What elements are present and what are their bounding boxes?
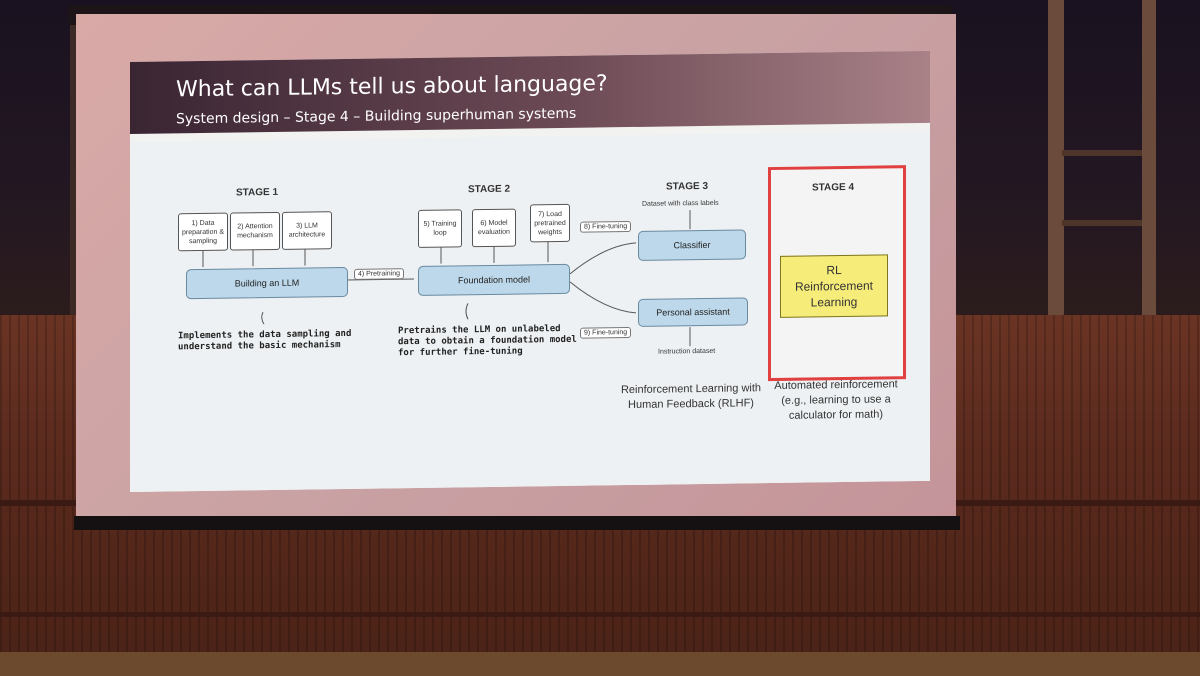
slide-header: What can LLMs tell us about language? Sy… xyxy=(130,50,930,135)
slide-title: What can LLMs tell us about language? xyxy=(176,71,608,103)
step-load-pretrained-weights: 7) Load pretrained weights xyxy=(530,203,570,243)
wall-frame-right-outer xyxy=(1142,0,1156,320)
rl-line-reinforcement: Reinforcement xyxy=(794,278,874,294)
slide-diagram-area: STAGE 1 1) Data preparation & sampling 2… xyxy=(130,130,930,492)
stage-2-note: Pretrains the LLM on unlabeled data to o… xyxy=(398,323,577,359)
stage-1-note: Implements the data sampling and underst… xyxy=(178,328,352,353)
stage-3-label: STAGE 3 xyxy=(666,180,709,193)
classifier-box: Classifier xyxy=(638,229,746,261)
wall-frame-right xyxy=(1048,0,1064,320)
automated-reinforcement-text: Automated reinforcement (e.g., learning … xyxy=(774,378,898,422)
step-data-preparation: 1) Data preparation & sampling xyxy=(178,212,228,252)
building-llm-box: Building an LLM xyxy=(186,266,348,300)
dataset-class-labels-caption: Dataset with class labels xyxy=(642,199,719,208)
step-llm-architecture: 3) LLM architecture xyxy=(282,211,332,250)
stage-4-label: STAGE 4 xyxy=(812,181,855,194)
wall-band xyxy=(0,612,1200,617)
rl-line-learning: Learning xyxy=(810,294,858,310)
screen-bottom-bar xyxy=(74,516,960,530)
slide-subtitle: System design – Stage 4 – Building super… xyxy=(176,105,577,128)
step-training-loop: 5) Training loop xyxy=(418,209,462,248)
finetuning-8-tag: 8) Fine-tuning xyxy=(580,221,632,233)
diagram-arrows xyxy=(202,210,691,347)
step-model-evaluation: 6) Model evaluation xyxy=(472,208,516,248)
foundation-model-box: Foundation model xyxy=(418,263,570,296)
pretraining-tag: 4) Pretraining xyxy=(354,268,405,280)
floor xyxy=(0,652,1200,676)
rlhf-text: Reinforcement Learning with Human Feedba… xyxy=(620,382,762,412)
stage-1-label: STAGE 1 xyxy=(236,186,279,199)
instruction-dataset-caption: Instruction dataset xyxy=(658,347,716,356)
rl-box: RL Reinforcement Learning xyxy=(780,254,888,318)
personal-assistant-box: Personal assistant xyxy=(638,297,748,327)
finetuning-9-tag: 9) Fine-tuning xyxy=(580,327,632,339)
step-attention-mechanism: 2) Attention mechanism xyxy=(230,211,280,251)
rl-title: RL xyxy=(826,263,842,278)
wall-shelf xyxy=(1062,220,1142,226)
wall-shelf xyxy=(1062,150,1142,156)
presentation-slide: What can LLMs tell us about language? Sy… xyxy=(130,50,930,493)
stage-2-label: STAGE 2 xyxy=(468,183,511,196)
